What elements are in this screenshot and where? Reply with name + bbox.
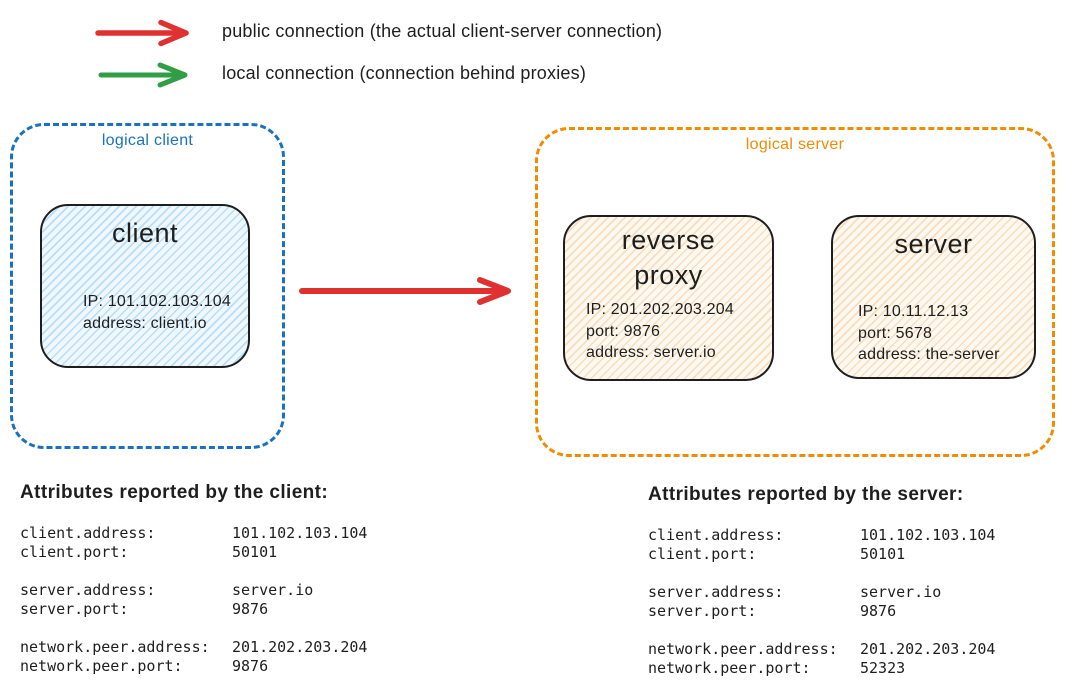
attr-key: network.peer.port:	[648, 659, 811, 677]
attr-key: server.port:	[648, 602, 757, 620]
client-attributes-block: Attributes reported by the client: clien…	[20, 482, 367, 691]
attr-key: network.peer.port:	[20, 657, 183, 675]
reverse-proxy-ip: IP: 201.202.203.204	[586, 301, 734, 318]
logical-server-group: logical server	[535, 127, 1055, 457]
server-node-details: IP: 10.11.12.13 port: 5678 address: the-…	[858, 301, 1000, 366]
attr-key: client.port:	[648, 545, 757, 563]
network-peer-attr-group: network.peer.address: 201.202.203.204 ne…	[648, 640, 995, 678]
server-attr-group: server.address: server.io server.port: 9…	[20, 581, 367, 619]
attr-value: 201.202.203.204	[860, 640, 996, 658]
client-attributes-heading: Attributes reported by the client:	[20, 482, 329, 503]
attr-key: server.address:	[648, 583, 784, 601]
client-to-server-arrow-icon	[299, 277, 511, 305]
attr-value: server.io	[860, 583, 942, 601]
attr-key: client.address:	[20, 524, 156, 542]
attr-key: network.peer.address:	[20, 638, 210, 656]
attr-key: server.address:	[20, 581, 156, 599]
reverse-proxy-address: address: server.io	[586, 344, 716, 361]
attr-value: 50101	[232, 543, 278, 561]
attr-value: server.io	[232, 581, 314, 599]
attr-row: server.address: server.io	[20, 581, 367, 600]
arrow-head	[157, 62, 188, 88]
client-attr-group: client.address: 101.102.103.104 client.p…	[20, 524, 367, 562]
attr-value: 9876	[232, 657, 269, 675]
logical-client-group: logical client	[10, 123, 285, 449]
server-ip: IP: 10.11.12.13	[858, 303, 969, 320]
attr-row: network.peer.address: 201.202.203.204	[20, 638, 367, 657]
attr-value: 52323	[860, 659, 906, 677]
server-attributes-heading: Attributes reported by the server:	[648, 484, 964, 505]
reverse-proxy-node-details: IP: 201.202.203.204 port: 9876 address: …	[586, 299, 734, 364]
attr-key: server.port:	[20, 600, 129, 618]
reverse-proxy-node-title: reverse proxy	[621, 225, 716, 290]
attr-row: server.port: 9876	[20, 600, 367, 619]
client-ip: IP: 101.102.103.104	[83, 293, 231, 310]
server-attributes-block: Attributes reported by the server: clien…	[648, 484, 995, 691]
client-node-details: IP: 101.102.103.104 address: client.io	[83, 291, 231, 334]
public-connection-arrow-icon	[95, 19, 189, 47]
client-node-title: client	[111, 218, 179, 248]
server-node-title: server	[894, 229, 973, 259]
attr-value: 201.202.203.204	[232, 638, 368, 656]
logical-client-label: logical client	[101, 132, 194, 149]
client-attr-group: client.address: 101.102.103.104 client.p…	[648, 526, 995, 564]
attr-value: 101.102.103.104	[860, 526, 996, 544]
attr-key: client.address:	[648, 526, 784, 544]
attr-row: network.peer.address: 201.202.203.204	[648, 640, 995, 659]
server-attr-group: server.address: server.io server.port: 9…	[648, 583, 995, 621]
attr-row: client.port: 50101	[648, 545, 995, 564]
attr-value: 50101	[860, 545, 906, 563]
server-address: address: the-server	[858, 346, 1000, 363]
attr-row: network.peer.port: 52323	[648, 659, 995, 678]
client-node: client IP: 101.102.103.104 address: clie…	[40, 204, 250, 368]
network-peer-attr-group: network.peer.address: 201.202.203.204 ne…	[20, 638, 367, 676]
attr-value: 101.102.103.104	[232, 524, 368, 542]
attr-row: client.address: 101.102.103.104	[648, 526, 995, 545]
reverse-proxy-node: reverse proxy IP: 201.202.203.204 port: …	[563, 215, 774, 381]
attr-value: 9876	[860, 602, 897, 620]
attr-value: 9876	[232, 600, 269, 618]
server-port: port: 5678	[858, 324, 933, 342]
attr-key: network.peer.address:	[648, 640, 838, 658]
attr-row: network.peer.port: 9876	[20, 657, 367, 676]
local-connection-arrow-icon	[98, 62, 188, 88]
arrow-head	[477, 277, 511, 305]
arrow-head	[158, 19, 189, 47]
client-address: address: client.io	[83, 314, 207, 332]
reverse-proxy-port: port: 9876	[586, 322, 661, 340]
attr-row: client.address: 101.102.103.104	[20, 524, 367, 543]
attr-key: client.port:	[20, 543, 129, 561]
local-connection-label: local connection (connection behind prox…	[222, 63, 587, 83]
attr-row: server.address: server.io	[648, 583, 995, 602]
server-node: server IP: 10.11.12.13 port: 5678 addres…	[831, 215, 1036, 379]
public-connection-label: public connection (the actual client-ser…	[222, 21, 663, 41]
attr-row: server.port: 9876	[648, 602, 995, 621]
logical-server-label: logical server	[745, 136, 845, 153]
attr-row: client.port: 50101	[20, 543, 367, 562]
